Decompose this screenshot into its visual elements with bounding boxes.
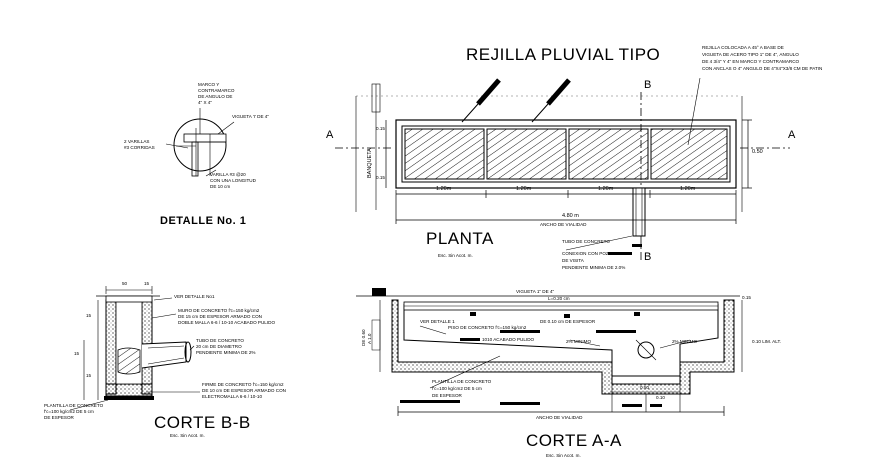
- corte-bb-firme-3: ELECTROMALLA 6-6 / 10-10: [202, 394, 263, 399]
- corte-aa-left-dim-2: A 1.0: [367, 333, 372, 344]
- corte-aa-view: [356, 288, 743, 416]
- corte-bb-left-dim-2: 15: [74, 351, 80, 356]
- detalle-varillas-2: #3 CORRIDAS: [124, 145, 155, 150]
- title-rejilla: REJILLA PLUVIAL TIPO: [466, 45, 661, 64]
- corte-bb-plantilla-3: DE ESPESOR: [44, 415, 74, 420]
- detalle-ancla-2: CON UNA LONGITUD: [210, 178, 256, 183]
- channel-inner: [403, 304, 719, 377]
- grate-panel-1: [404, 128, 485, 180]
- corte-aa-top-label: VIGUETA 1" DE 4": [516, 289, 555, 294]
- corte-bb-tubo-1: TUBO DE CONCRETO: [196, 338, 244, 343]
- grate-panel-4: [650, 128, 728, 180]
- planta-dim-4: 1.20m: [680, 186, 696, 192]
- corte-aa-acabado: 1010 ACABADO PULIDO: [482, 337, 535, 342]
- planta-dim-2: 1.20m: [516, 186, 532, 192]
- scale-corte-bb: Esc. Sin Acot. m.: [170, 433, 205, 438]
- corte-bb-ver-detalle: VER DETALLE No1: [174, 294, 215, 299]
- section-mark-b-top: B: [644, 79, 652, 91]
- corte-bb-top-dim-1: 50: [122, 281, 128, 286]
- planta-dim-1: 1.20m: [436, 186, 452, 192]
- corte-bb-left-dim-1: 15: [86, 313, 92, 318]
- detalle-vigueta: VIGUETA 'I' DE 4": [232, 114, 269, 119]
- corte-bb-pipe: [141, 341, 192, 369]
- corte-bb-tubo-2: 20 cm DE DIAMETRO: [196, 344, 242, 349]
- scale-planta: Esc. Sin Acot. m.: [438, 253, 473, 258]
- corte-aa-ver-detalle: VER DETALLE 1: [420, 319, 455, 324]
- corte-bb-muro-3: DOBLE MALLA 6-6 / 10-10 ACABADO PULIDO: [178, 320, 276, 325]
- planta-left-label: BANQUETA: [367, 148, 373, 178]
- pipe-arrow-left: [461, 78, 501, 123]
- corte-bb-plantilla-1: PLANTILLA DE CONCRETO: [44, 403, 104, 408]
- corte-aa-plantilla-3: DE ESPESOR: [432, 393, 462, 398]
- corte-aa-l-label: L=0.20 cm: [548, 296, 570, 301]
- planta-note-3: DE 4 3/4" Y 4" EN MARCO Y CONTRAMARCO: [702, 59, 800, 64]
- corte-aa-ancho: ANCHO DE VIALIDAD: [536, 415, 583, 420]
- corte-bb-firme-2: DE 10 cm DE ESPESOR ARMADO CON: [202, 388, 286, 393]
- corte-bb-tubo-3: PENDIENTE MINIMA DE 2%: [196, 350, 256, 355]
- detalle-marco-3: DE ANGULO DE: [198, 94, 233, 99]
- corte-aa-piso-1: PISO DE CONCRETO f'c=150 kg/cm2: [448, 325, 527, 330]
- title-planta: PLANTA: [426, 229, 494, 248]
- tubo-note-1: TUBO DE CONCRETO: [562, 239, 610, 244]
- planta-ancho: ANCHO DE VIALIDAD: [540, 222, 587, 227]
- title-corte-aa: CORTE A-A: [526, 431, 622, 450]
- detalle-1-view: [165, 108, 235, 177]
- corte-bb-top-dim-2: 15: [144, 281, 150, 286]
- pipe-arrow-right: [531, 78, 571, 123]
- planta-note-1: REJILLA COLOCADA A 45° A BASE DE: [702, 45, 784, 50]
- section-mark-a-left: A: [326, 129, 334, 141]
- planta-dim-3: 1.20m: [598, 186, 614, 192]
- corte-aa-pendiente-right: 2% MINIMO: [672, 339, 698, 344]
- corte-bb-view: [69, 286, 200, 411]
- channel-outer: [391, 299, 735, 395]
- corte-aa-bottom-dim-2: 0.10: [656, 395, 665, 400]
- corte-bb-muro-1: MURO DE CONCRETO f'c=150 kg/cm2: [178, 308, 260, 313]
- corte-bb-firme-1: FIRME DE CONCRETO f'c=150 kg/cm2: [202, 382, 284, 387]
- planta-note-4: CON ANCLAS O 4" ANGULO DE 4"X4"X3/8 CM D…: [702, 66, 823, 71]
- detalle-varillas-1: 2 VARILLAS: [124, 139, 150, 144]
- corte-aa-left-dim-1: DE 0.60: [361, 329, 366, 346]
- planta-left-dim-1: 0.15: [376, 126, 385, 131]
- corte-aa-piso-2: DE 0.10 cm DE ESPESOR: [540, 319, 596, 324]
- tubo-note-2: CONEXION CON POZO: [562, 251, 613, 256]
- grate-panel-2: [486, 128, 567, 180]
- tubo-note-3: DE VISITA: [562, 258, 584, 263]
- section-mark-b-bottom: B: [644, 251, 652, 263]
- planta-depth-right: 0.50: [752, 149, 763, 155]
- drain-pipe: [632, 187, 646, 237]
- detalle-marco-2: CONTRAMARCO: [198, 88, 235, 93]
- corte-bb-muro-2: DE 15 cm DE ESPESOR ARMADO CON: [178, 314, 262, 319]
- corte-aa-bottom-dim-1: 0.50: [640, 385, 649, 390]
- title-corte-bb: CORTE B-B: [154, 413, 251, 432]
- scale-corte-aa: Esc. Sin Acot. m.: [546, 453, 581, 458]
- corte-aa-right-dim: 0.15: [742, 295, 751, 300]
- corte-aa-plantilla-1: PLANTILLA DE CONCRETO: [432, 379, 492, 384]
- planta-inner-frame: [401, 125, 731, 183]
- grate-panel-3: [568, 128, 649, 180]
- planta-view: [335, 77, 790, 262]
- corte-aa-plantilla-2: f'c=100 kg/cm2 DE 5 cm: [432, 386, 482, 391]
- detalle-ancla-3: DE 10 cm: [210, 184, 231, 189]
- title-detalle: DETALLE No. 1: [160, 215, 247, 227]
- detalle-marco-1: MARCO Y: [198, 82, 220, 87]
- planta-note-2: VIGUETA DE ACERO TIPO 1" DE 4", ANGULO: [702, 52, 799, 57]
- corte-aa-pendiente-left: 2% MINIMO: [566, 339, 592, 344]
- corte-bb-plantilla-2: f'c=100 kg/cm2 DE 5 cm: [44, 409, 94, 414]
- corte-bb-left-dim-3: 15: [86, 373, 92, 378]
- detalle-ancla-1: VARILLA #3 @20: [210, 172, 246, 177]
- detalle-marco-4: 4" X 4": [198, 100, 212, 105]
- tubo-note-4: PENDIENTE MINIMA DE 2.0%: [562, 265, 626, 270]
- planta-outer-frame: [395, 119, 737, 189]
- section-mark-a-right: A: [788, 129, 796, 141]
- planta-left-dim-2: 0.15: [376, 175, 385, 180]
- planta-total-dim: 4.80 m: [562, 213, 579, 219]
- corte-aa-right-note: 0.10 LIM. ALT.: [752, 339, 782, 344]
